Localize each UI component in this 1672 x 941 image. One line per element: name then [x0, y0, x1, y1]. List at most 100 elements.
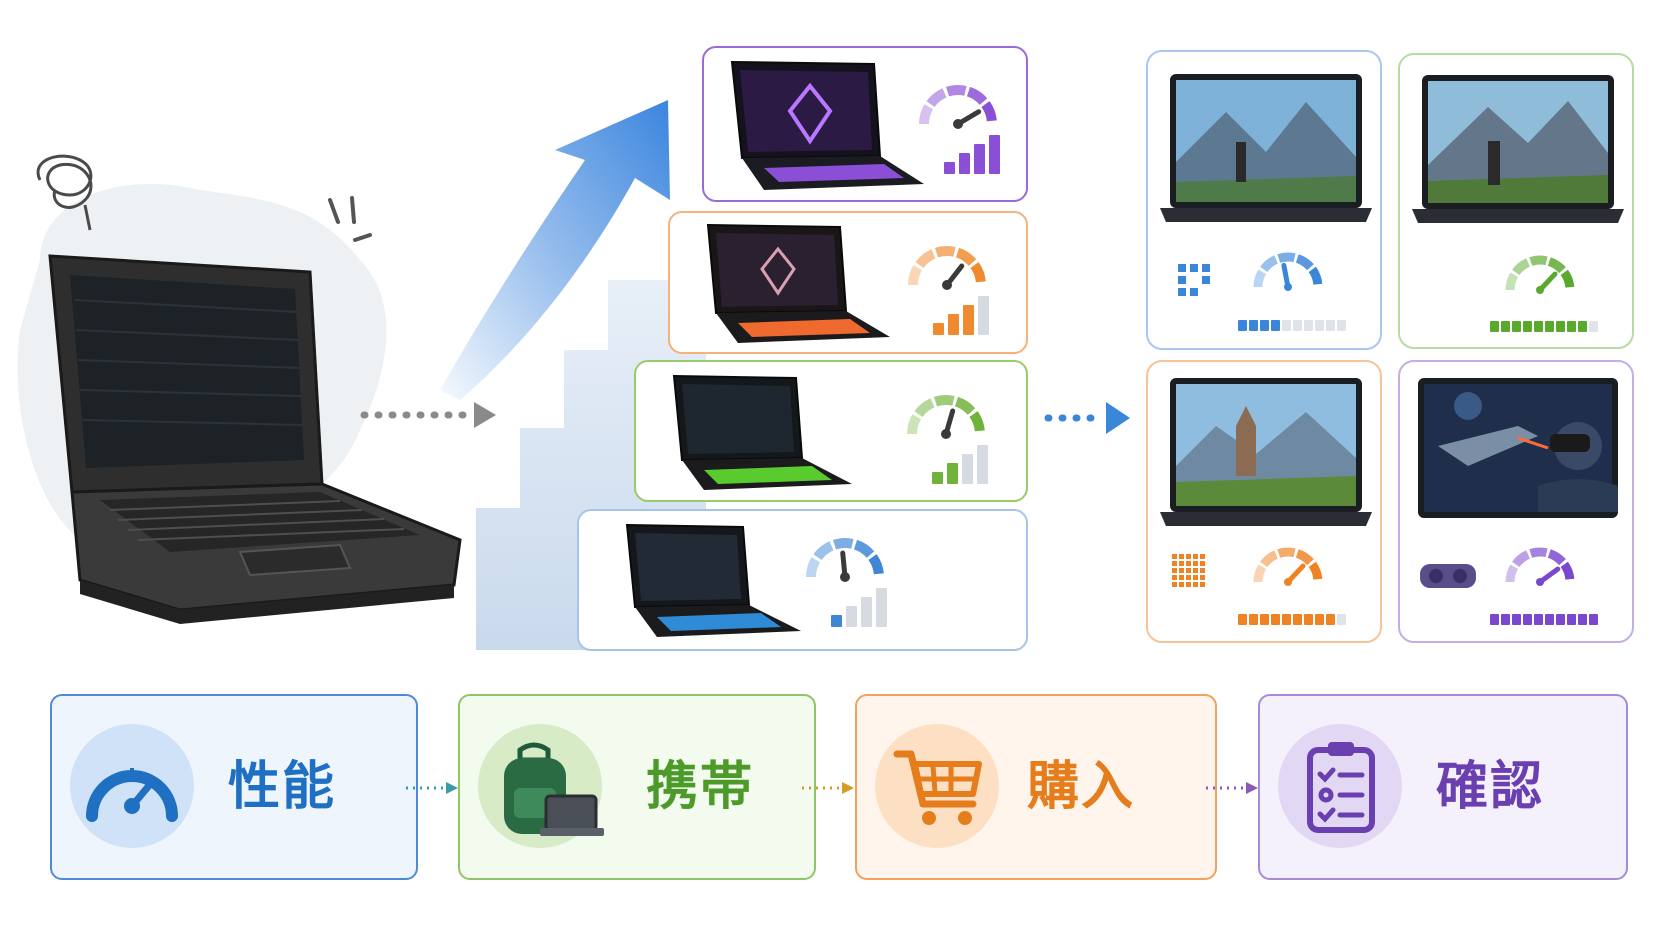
meter-segment	[1545, 321, 1554, 332]
step-label: 携帯	[646, 757, 755, 817]
signal-bar	[989, 135, 1000, 174]
tier-card-high	[702, 46, 1028, 202]
gauge-segment	[945, 85, 967, 97]
meter-segment	[1249, 614, 1258, 625]
gauge-segment	[853, 539, 875, 559]
gauge-segment	[908, 265, 923, 286]
meter-segment	[1523, 321, 1532, 332]
gauge-segment	[915, 249, 936, 269]
gauge-segment	[1529, 547, 1548, 558]
gauge-segment	[981, 101, 997, 122]
signal-bar	[962, 454, 973, 484]
gauge-segment	[1505, 564, 1519, 583]
meter-segment	[1315, 614, 1324, 625]
grid-dot	[1193, 568, 1198, 573]
gauge-hub	[1284, 283, 1292, 291]
meter-segment	[1238, 614, 1247, 625]
resolution-grid-icon	[1172, 554, 1205, 587]
meter-segment	[1304, 320, 1313, 331]
signal-bar	[933, 323, 944, 335]
resolution-grid-icon	[1424, 265, 1464, 305]
meter-segment	[1534, 614, 1543, 625]
meter-segment	[1512, 614, 1521, 625]
meter-segment	[1326, 320, 1335, 331]
gauge-segment	[954, 396, 976, 416]
quality-meter-bar	[1490, 614, 1598, 625]
meter-segment	[1545, 614, 1554, 625]
gauge-segment	[1547, 257, 1566, 274]
dotted-connector-arrow	[406, 782, 458, 794]
laptop-game-scene-image	[1160, 378, 1372, 526]
gauge-segment	[1308, 266, 1323, 285]
signal-bar	[947, 463, 958, 484]
meter-segment	[1304, 614, 1313, 625]
grid-dot	[1179, 561, 1184, 566]
grid-dot	[1186, 575, 1191, 580]
grid-dot	[1179, 575, 1184, 580]
dotted-connector-arrow	[1206, 782, 1258, 794]
gauge-segment	[1547, 549, 1566, 566]
performance-gauge-icon	[806, 538, 887, 627]
game-card-mid-quality	[1398, 53, 1634, 349]
gauge-hub	[953, 119, 963, 129]
grid-dot	[1179, 582, 1184, 587]
game-card-high-quality	[1146, 360, 1382, 643]
gaming-laptop-icon	[706, 223, 890, 343]
gauge-segment	[1512, 550, 1531, 568]
grid-dot	[1200, 554, 1205, 559]
gauge-segment	[1560, 269, 1575, 288]
step-icon-circle	[478, 724, 604, 848]
signal-bar	[978, 296, 989, 335]
gauge-segment	[1260, 550, 1279, 568]
meter-segment	[1293, 320, 1302, 331]
meter-segment	[1282, 614, 1291, 625]
meter-segment	[1282, 320, 1291, 331]
laptop-game-scene-image	[1160, 74, 1372, 222]
dotted-connector-arrow	[802, 782, 854, 794]
signal-bar	[846, 606, 857, 627]
dotted-arrow-right	[360, 402, 496, 428]
tier-card-upper-mid	[668, 211, 1028, 354]
meter-segment	[1490, 321, 1499, 332]
step-portability: 携帯	[458, 694, 816, 880]
meter-segment	[1556, 321, 1565, 332]
tier-card-mid	[634, 360, 1028, 502]
meter-segment	[1271, 614, 1280, 625]
gauge-segment	[926, 88, 947, 108]
signal-bar	[944, 162, 955, 174]
gauge-hub	[1536, 578, 1544, 586]
grid-dot	[1193, 582, 1198, 587]
gauge-segment	[1560, 561, 1575, 580]
gauge-segment	[813, 541, 834, 561]
grid-dot	[1186, 582, 1191, 587]
gauge-segment	[933, 395, 955, 407]
signal-bar	[861, 597, 872, 627]
gauge-segment	[868, 554, 884, 575]
gaming-laptop-icon	[625, 523, 801, 637]
grid-dot	[1193, 561, 1198, 566]
grid-dot	[1193, 554, 1198, 559]
meter-segment	[1271, 320, 1280, 331]
backpack-laptop-icon	[504, 742, 604, 836]
shopping-cart-icon	[893, 750, 982, 825]
confusion-scribble-icon	[36, 154, 93, 231]
gauge-segment	[1295, 549, 1314, 566]
vr-headset-icon	[1420, 564, 1476, 588]
gauge-hub	[1284, 578, 1292, 586]
meter-segment	[1337, 320, 1346, 331]
grid-dot	[1200, 582, 1205, 587]
gaming-laptop-icon	[730, 60, 924, 190]
grid-dot	[1200, 575, 1205, 580]
performance-gauge-icon	[908, 246, 989, 335]
gauge-segment	[1505, 272, 1519, 291]
meter-segment	[1501, 614, 1510, 625]
gauge-segment	[806, 557, 821, 578]
step-label: 確認	[1436, 757, 1545, 817]
grid-dot	[1172, 582, 1177, 587]
meter-segment	[1589, 321, 1598, 332]
resolution-grid-icon	[1178, 264, 1210, 296]
gauge-hub	[840, 572, 850, 582]
gauge-segment	[970, 262, 986, 283]
grid-dot	[1200, 561, 1205, 566]
gaming-laptop-icon	[672, 374, 852, 490]
